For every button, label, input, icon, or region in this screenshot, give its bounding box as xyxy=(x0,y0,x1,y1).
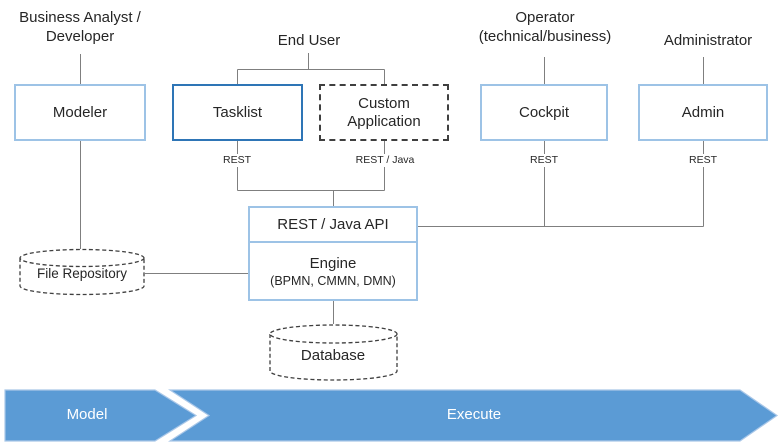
database-cylinder xyxy=(269,324,398,381)
tasklist-box: Tasklist xyxy=(172,84,303,141)
engine-section: Engine (BPMN, CMMN, DMN) xyxy=(250,243,416,299)
connector-end-user-branch xyxy=(237,53,385,84)
protocol-label-cockpit: REST xyxy=(525,154,563,167)
persona-operator: Operator (technical/business) xyxy=(478,9,612,45)
modeler-box: Modeler xyxy=(14,84,146,141)
database-label: Database xyxy=(300,347,366,364)
engine-title: Engine xyxy=(309,254,357,272)
model-phase-label: Model xyxy=(66,406,108,423)
execute-phase-arrow xyxy=(167,389,779,442)
protocol-label-admin: REST xyxy=(684,154,722,167)
platform-box: REST / Java API Engine (BPMN, CMMN, DMN) xyxy=(248,206,418,301)
file-repository-cylinder xyxy=(19,248,145,296)
admin-box: Admin xyxy=(638,84,768,141)
execute-phase-label: Execute xyxy=(446,406,502,423)
persona-administrator: Administrator xyxy=(663,32,753,49)
rest-java-api-section: REST / Java API xyxy=(250,208,416,243)
persona-business-analyst-developer: Business Analyst / Developer xyxy=(19,9,141,45)
cockpit-box: Cockpit xyxy=(480,84,608,141)
persona-end-user: End User xyxy=(277,32,341,49)
engine-subtitle: (BPMN, CMMN, DMN) xyxy=(270,273,396,288)
model-phase-arrow xyxy=(4,389,198,442)
custom-application-box: Custom Application xyxy=(319,84,449,141)
connector-tasklist-customapp-api xyxy=(237,141,385,206)
protocol-label-tasklist: REST xyxy=(218,154,256,167)
protocol-label-custom-application: REST / Java xyxy=(351,154,419,167)
file-repository-label: File Repository xyxy=(36,266,128,281)
